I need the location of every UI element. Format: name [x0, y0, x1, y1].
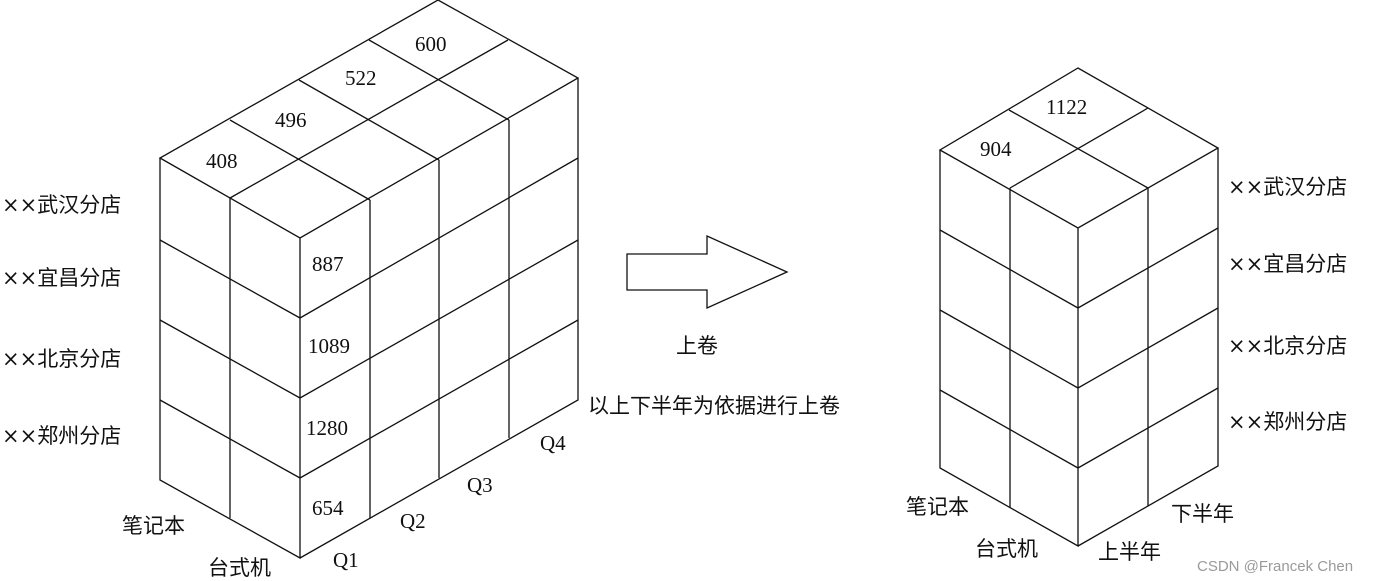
- right-store-label-4: ××郑州分店: [1228, 410, 1347, 434]
- left-product-label-1: 笔记本: [122, 514, 185, 538]
- right-cube-outline: [938, 67, 1220, 548]
- left-quarter-label-2: Q2: [400, 509, 426, 533]
- left-front-value-3: 1280: [306, 416, 348, 440]
- left-product-label-2: 台式机: [208, 556, 271, 580]
- right-product-label-2: 台式机: [975, 537, 1038, 561]
- right-store-label-3: ××北京分店: [1228, 334, 1347, 358]
- left-top-value-2: 496: [275, 108, 307, 132]
- right-top-value-1: 904: [980, 137, 1012, 161]
- left-front-value-2: 1089: [308, 334, 350, 358]
- left-store-label-3: ××北京分店: [2, 347, 121, 371]
- left-front-value-1: 887: [312, 252, 344, 276]
- left-top-value-1: 408: [206, 149, 238, 173]
- right-half-label-2: 下半年: [1171, 502, 1234, 526]
- right-store-label-1: ××武汉分店: [1228, 175, 1347, 199]
- rollup-arrow-label: 上卷: [676, 334, 718, 358]
- left-store-label-1: ××武汉分店: [2, 193, 121, 217]
- left-quarter-label-3: Q3: [467, 473, 493, 497]
- left-store-label-2: ××宜昌分店: [2, 266, 121, 290]
- left-top-value-4: 600: [415, 32, 447, 56]
- right-cube: [938, 67, 1220, 548]
- left-store-label-4: ××郑州分店: [2, 424, 121, 448]
- right-top-value-2: 1122: [1046, 95, 1087, 119]
- left-quarter-label-1: Q1: [333, 548, 359, 572]
- left-top-value-3: 522: [345, 66, 377, 90]
- left-cube: [158, 0, 580, 560]
- watermark: CSDN @Francek Chen: [1197, 558, 1353, 575]
- right-store-label-2: ××宜昌分店: [1228, 252, 1347, 276]
- right-product-label-1: 笔记本: [906, 495, 969, 519]
- rollup-arrow-icon: [626, 234, 789, 310]
- right-half-label-1: 上半年: [1098, 540, 1161, 564]
- left-quarter-label-4: Q4: [540, 431, 566, 455]
- left-front-value-4: 654: [312, 496, 344, 520]
- rollup-caption: 以上下半年为依据进行上卷: [588, 394, 840, 418]
